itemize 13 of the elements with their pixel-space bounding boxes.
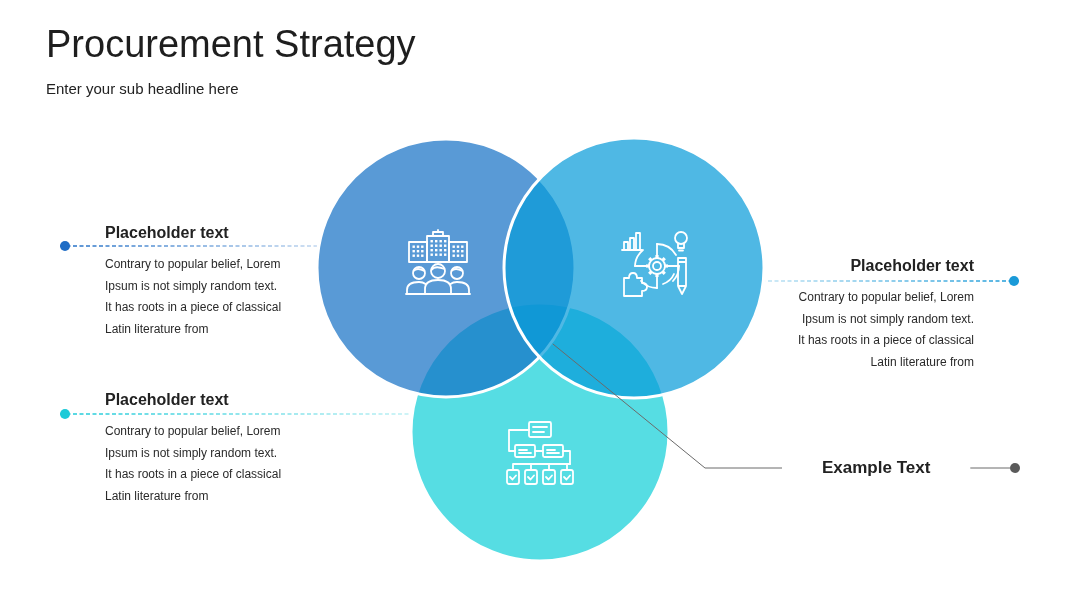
callout-label: Example Text xyxy=(822,457,931,479)
marker-dot xyxy=(1010,463,1020,473)
item-heading: Placeholder text xyxy=(105,390,229,410)
item-description: Contrary to popular belief, Lorem Ipsum is not simply random text. It has roots in a piece of classical Latin literature from xyxy=(105,256,283,338)
item-description: Contrary to popular belief, Lorem Ipsum is not simply random text. It has roots in a piece of classical Latin literature from xyxy=(105,423,283,505)
item-description: Contrary to popular belief, Lorem Ipsum is not simply random text. It has roots in a piece of classical Latin literature from xyxy=(796,289,974,371)
venn-circle xyxy=(502,136,766,400)
page-title: Procurement Strategy xyxy=(46,22,416,67)
leader-line xyxy=(552,343,783,469)
item-heading: Placeholder text xyxy=(850,256,974,276)
leader-line xyxy=(969,467,1011,469)
item-heading: Placeholder text xyxy=(105,223,229,243)
subtitle: Enter your sub headline here xyxy=(46,80,239,98)
